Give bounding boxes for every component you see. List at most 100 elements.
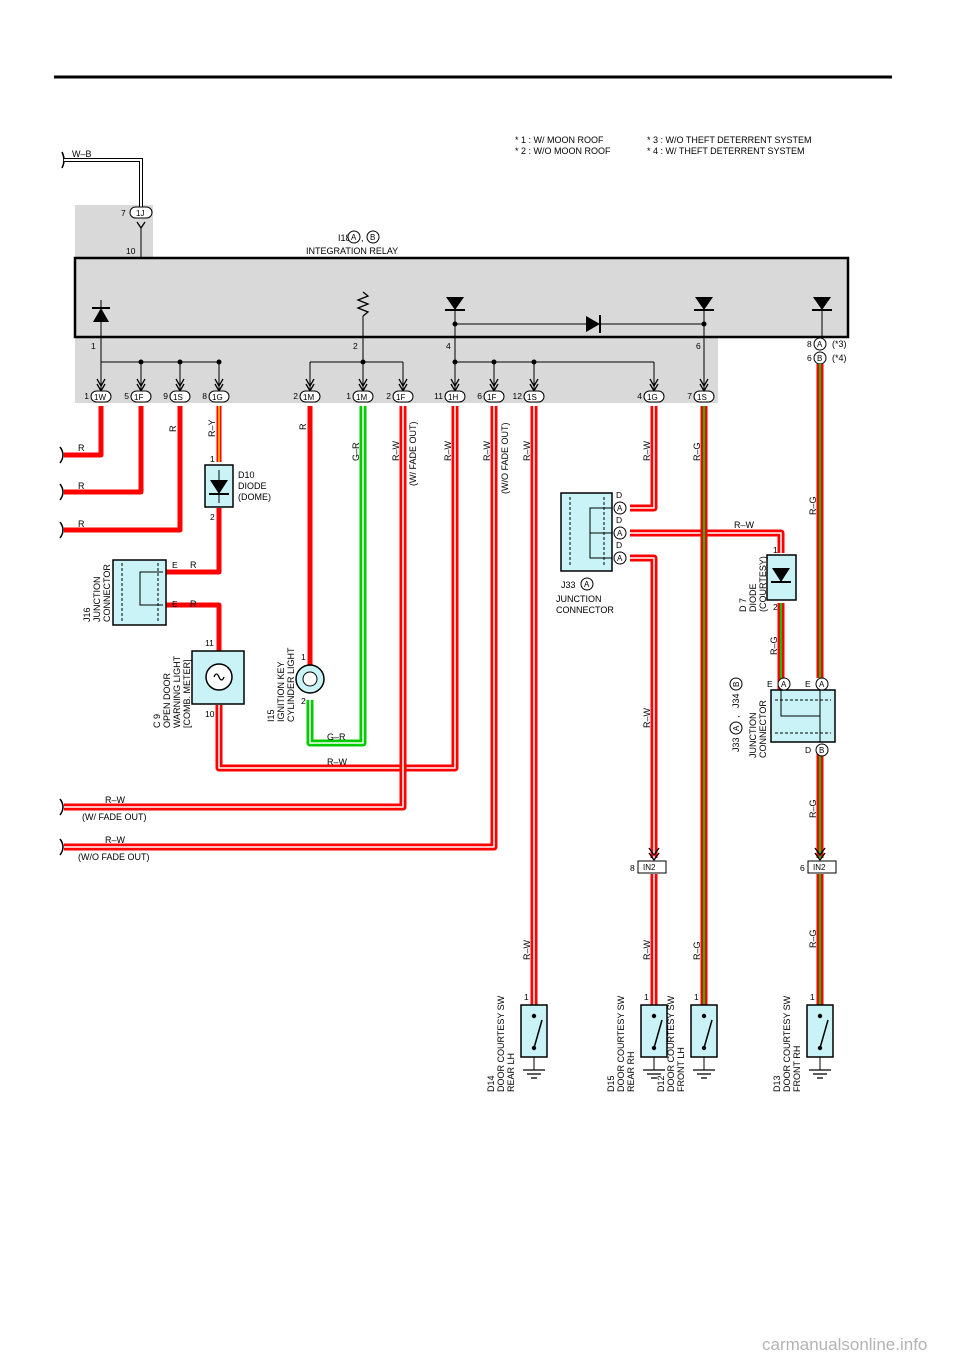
d15-switch-blade [653,1019,663,1049]
i15-pin1: 1 [301,652,306,662]
relay-connector-code: 1S [527,393,537,402]
wire-rw-1f6: R–W [482,440,492,461]
note-2: * 2 : W/O MOON ROOF [515,146,611,156]
j3334-a1: A [781,680,787,689]
d12-switch-blade [703,1019,713,1049]
relay-inner-p1: 1 [91,341,96,351]
d15-l1: DOOR COURTESY SW [616,995,626,1092]
j3334-d: D [805,745,811,755]
j16-e1: E [172,560,178,570]
j3334-e2: E [805,679,811,689]
wire-rg-d12: R–G [692,941,702,960]
relay-connector-code: 1S [697,393,707,402]
relay-connector-pin: 4 [637,391,642,401]
d12-l2: FRONT LH [676,1047,686,1092]
in2a-pin: 8 [630,863,635,873]
wire-r1: R [78,443,85,453]
relay-connector-pin: 9 [163,391,168,401]
j16-e2: E [172,599,178,609]
wire-rg-jbelow: R–G [808,799,818,818]
relay-connector-pin: 8 [202,391,207,401]
d15-pin: 1 [644,992,649,1002]
wire-rw-1s: R–W [522,440,532,461]
wire-rw-fade-left: R–W [105,795,126,805]
d13-pin: 1 [810,992,815,1002]
in2b-conn: IN2 [813,863,826,872]
wire-r-1m: R [298,423,308,430]
d15-contact-top [651,1013,657,1019]
relay-connector-code: 1H [448,393,458,402]
relay-connector-code: 1S [173,393,183,402]
j33-pin-d: D [616,540,622,550]
relay-connector-badge [643,390,665,403]
d7-diode: 1 2 D 7 DIODE (COURTESY) [738,545,797,612]
j3334-l2: CONNECTOR [758,700,768,758]
connector-chevron [358,378,368,388]
connector-chevron [450,378,460,388]
d14-code: D14 [486,1075,496,1092]
d10-l2: (DOME) [238,492,271,502]
relay-connector-code: 1M [303,393,314,402]
d7-code: D 7 [738,598,748,612]
relay-inner-p4: 4 [446,341,451,351]
relay-connector-badge [208,390,230,403]
wire-rw-1f: R–W [391,440,401,461]
d14-l2: REAR LH [506,1053,516,1092]
connector-chevron [96,378,106,388]
j33-pin-badge [613,526,627,540]
wire-r-1s: R [168,425,178,432]
c9-l3: [COMB. METER] [182,659,192,728]
relay-name: INTEGRATION RELAY [306,246,398,256]
j3334-ca: A [732,725,741,731]
d13-contact-top [817,1013,823,1019]
wire-labels: R R R R R–Y R G–R R–W (W/ FADE OUT) R–W … [78,419,818,960]
c9-warning-light: 11 10 C 9 OPEN DOOR WARNING LIGHT [COMB.… [152,638,245,728]
wire-rw-1h: R–W [443,440,453,461]
relay-conn-b: B [370,233,375,242]
wire-fade-note: (W/ FADE OUT) [408,422,418,487]
d12-pin: 1 [694,992,699,1002]
wire-rw-j33: R–W [734,520,755,530]
j3334-cb: B [732,682,741,687]
d12-contact-top [701,1013,707,1019]
d7-pin2: 2 [773,602,778,612]
connector-chevron [305,378,315,388]
j33-pin-d: D [616,490,622,500]
d7-l1: DIODE [748,583,758,612]
wb-label: W–B [72,149,92,159]
relay-connector-code: 1F [487,393,496,402]
i15-l2: CYLINDER LIGHT [286,647,296,722]
relay-in-pin2: 10 [126,246,136,256]
j3334-b: B [819,746,824,755]
j16-l2: CONNECTOR [102,564,112,622]
j3334-sep: , [731,715,741,718]
relay-top-conn-a: A [817,340,823,349]
connector-chevron [649,378,659,388]
relay-label: I18 A , B INTEGRATION RELAY [306,230,398,256]
in2-connectors: 8 IN2 6 IN2 [630,847,837,874]
d10-pin2: 2 [210,512,215,522]
relay-connector-badge [483,390,505,403]
j16-junction: E E R R J16 JUNCTION CONNECTOR [82,559,197,626]
wire-wofade-left-note: (W/O FADE OUT) [78,852,150,862]
i15-l1: IGNITION KEY [276,661,286,722]
connector-chevron [398,378,408,388]
relay-sep: , [361,233,364,243]
relay-connector-badge [90,390,112,403]
j33-pin-d: D [616,515,622,525]
relay-in-pin: 7 [121,208,126,218]
wire-rw-d14: R–W [522,939,532,960]
relay-connector-pin: 1 [84,391,89,401]
relay-top-pin-a: 8 [807,339,812,349]
d15-code: D15 [606,1075,616,1092]
wire-rw-bottom: R–W [327,757,348,767]
wires [59,364,824,1008]
i15-code: I15 [266,709,276,722]
j3334-c2: J34 [731,693,741,708]
connector-chevron [136,378,146,388]
j16-r1: R [190,560,197,570]
d14-switch-blade [533,1019,543,1049]
